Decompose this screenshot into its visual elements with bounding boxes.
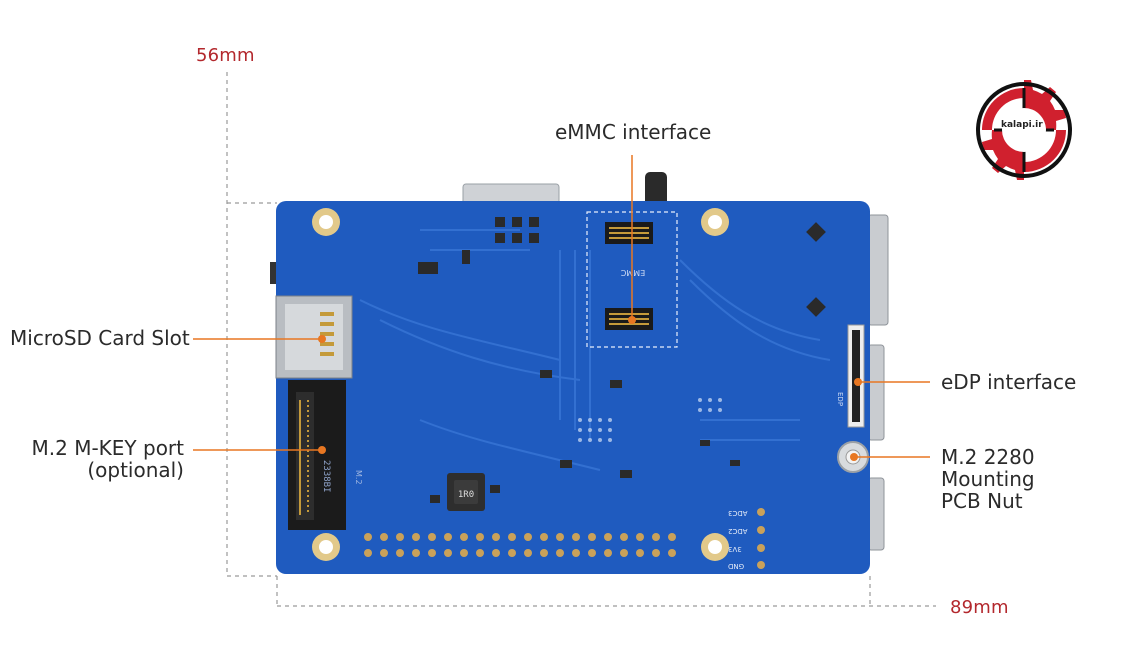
width-dimension-label: 89mm (950, 597, 1009, 618)
callout-mount-line2: PCB Nut (941, 489, 1023, 513)
pin-label-gnd: GND (728, 562, 744, 570)
pin-label-adc2: ADC2 (728, 527, 748, 535)
callout-m2-key-line1: M.2 M-KEY port (31, 436, 185, 460)
mounting-holes (312, 208, 729, 561)
callout-m2-key-port: M.2 M-KEY port (optional) (32, 437, 185, 481)
emmc-silk-label: EMMC (620, 268, 645, 277)
callout-m2-mounting-nut: M.2 2280 Mounting PCB Nut (941, 446, 1134, 512)
m2-chip-label: 2338BI (321, 460, 331, 493)
pin-label-adc3: ADC3 (728, 509, 748, 517)
callout-m2-key-line2: (optional) (87, 458, 184, 482)
pcb (276, 201, 870, 574)
callout-mount-line1: M.2 2280 Mounting (941, 445, 1035, 491)
m2-slot: 2338BI M.2 (288, 380, 363, 530)
callout-leaders (193, 155, 930, 458)
m2-silk-label: M.2 (354, 470, 363, 485)
callout-dots (318, 316, 862, 461)
callout-emmc-interface: eMMC interface (555, 120, 712, 144)
dimension-lines (226, 72, 936, 607)
inductor-label: 1R0 (458, 490, 474, 500)
callout-microsd-card-slot: MicroSD Card Slot (10, 326, 190, 350)
pin-label-3v3: 3V3 (728, 545, 742, 553)
edp-silk-label: EDP (836, 392, 844, 406)
logo-text: kalapi.ir (1001, 120, 1043, 130)
inductor: 1R0 (447, 473, 485, 511)
microsd-slot (275, 295, 353, 379)
height-dimension-label: 56mm (196, 45, 255, 66)
kalapi-logo (976, 80, 1072, 180)
adc-pins: ADC3 ADC2 3V3 GND (728, 508, 765, 570)
gpio-header (364, 533, 676, 557)
callout-edp-interface: eDP interface (941, 370, 1077, 394)
edp-connector: EDP (836, 324, 865, 428)
bga-dots (578, 398, 722, 442)
